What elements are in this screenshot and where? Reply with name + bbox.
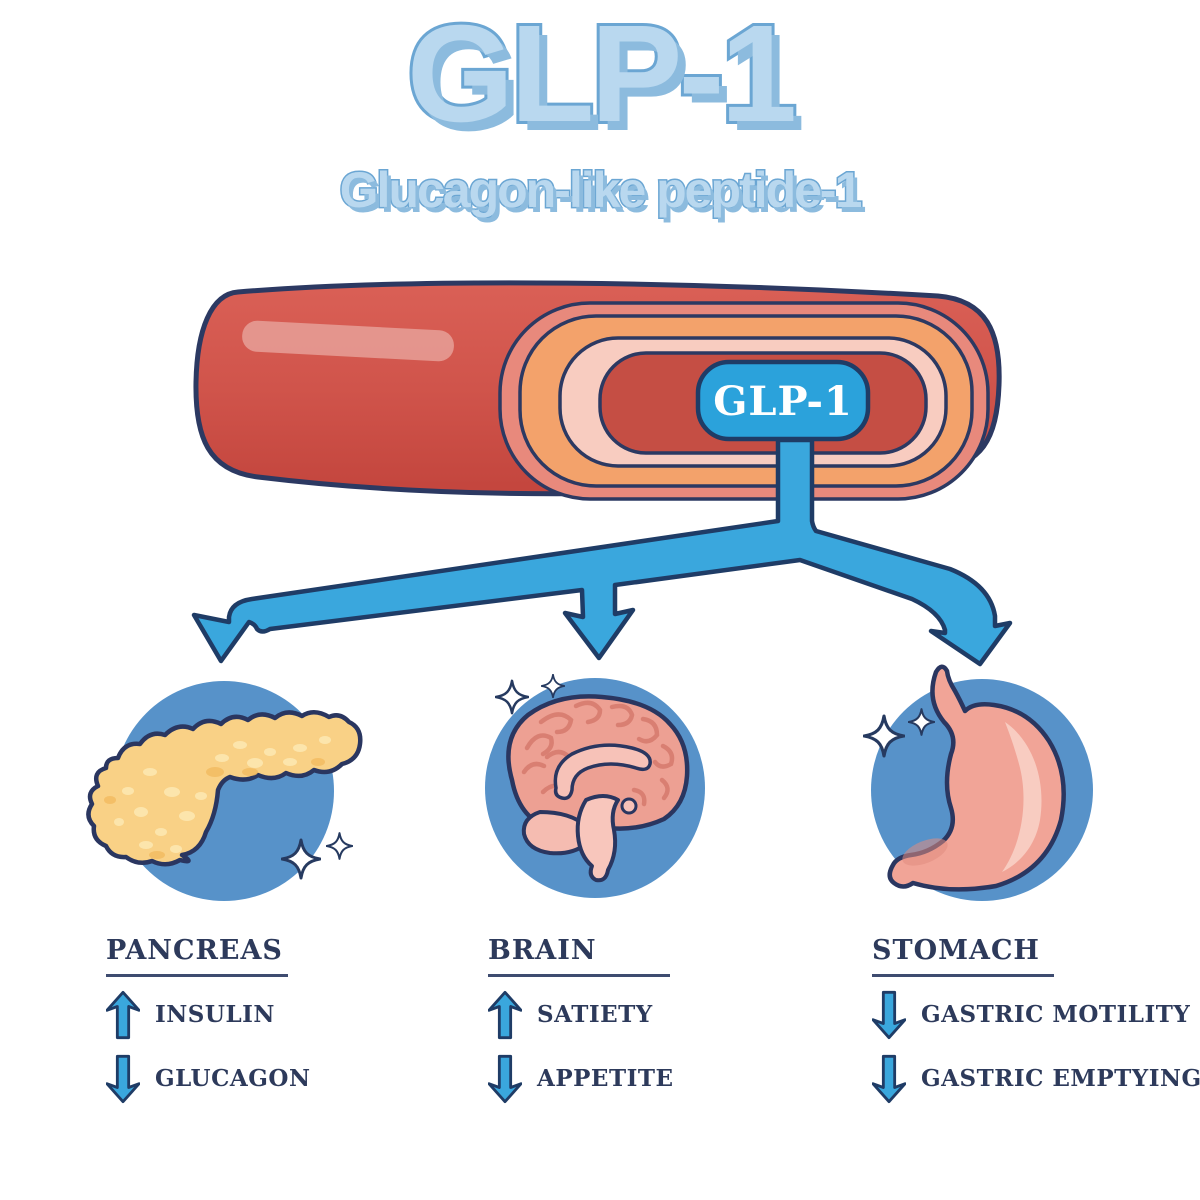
glp1-release-arrows [191,437,1013,667]
down-arrow-icon [106,1054,140,1104]
effect-item-gastric-emptying: GASTRIC EMPTYING [872,1053,1200,1105]
brain-stem [575,794,620,883]
vessel-highlight [242,320,454,362]
up-arrow-icon [488,990,522,1040]
section-heading-brain: BRAIN [488,935,597,966]
effect-label: INSULIN [155,1001,275,1029]
effect-item-appetite: APPETITE [488,1053,818,1105]
heading-underline [488,973,670,977]
heading-underline [106,973,288,977]
brain-pituitary [620,797,638,815]
brain-corpus-callosum [553,743,652,801]
effect-item-glucagon: GLUCAGON [106,1053,436,1105]
page-subtitle: Glucagon-like peptide-1 [338,161,864,219]
pancreas-texture-dark [104,758,325,859]
effect-item-satiety: SATIETY [488,989,818,1041]
heading-underline [872,973,1054,977]
pancreas-organ [86,710,363,867]
pancreas-illustration [86,681,363,901]
vessel-pill-label: GLP-1 [713,378,853,425]
vessel-label-pill: GLP-1 [695,359,871,442]
brain-illustration [485,674,705,898]
effect-label: APPETITE [537,1065,674,1093]
down-arrow-icon [872,990,906,1040]
effect-label: SATIETY [537,1001,653,1029]
up-arrow-icon [106,990,140,1040]
pancreas-texture [114,736,331,853]
down-arrow-icon [488,1054,522,1104]
brain-section: BRAIN SATIETY APPETITE [488,936,818,1105]
effect-item-gastric-motility: GASTRIC MOTILITY [872,989,1200,1041]
effect-label: GASTRIC MOTILITY [921,1001,1191,1029]
stomach-shade [902,838,948,866]
down-arrow-icon [872,1054,906,1104]
blood-vessel-illustration [193,280,1002,501]
pancreas-section: PANCREAS INSULIN GLUCAGON [106,936,436,1105]
effect-item-insulin: INSULIN [106,989,436,1041]
section-heading-pancreas: PANCREAS [106,935,283,966]
stomach-highlight [1002,722,1042,872]
effect-label: GLUCAGON [155,1065,311,1093]
effect-label: GASTRIC EMPTYING [921,1065,1200,1093]
page-title: GLP-1 [404,0,800,151]
sparkle-icon [326,832,353,860]
stomach-section: STOMACH GASTRIC MOTILITY GASTRIC EMPTYIN… [872,936,1200,1105]
section-heading-stomach: STOMACH [872,935,1040,966]
stomach-illustration [863,664,1093,901]
